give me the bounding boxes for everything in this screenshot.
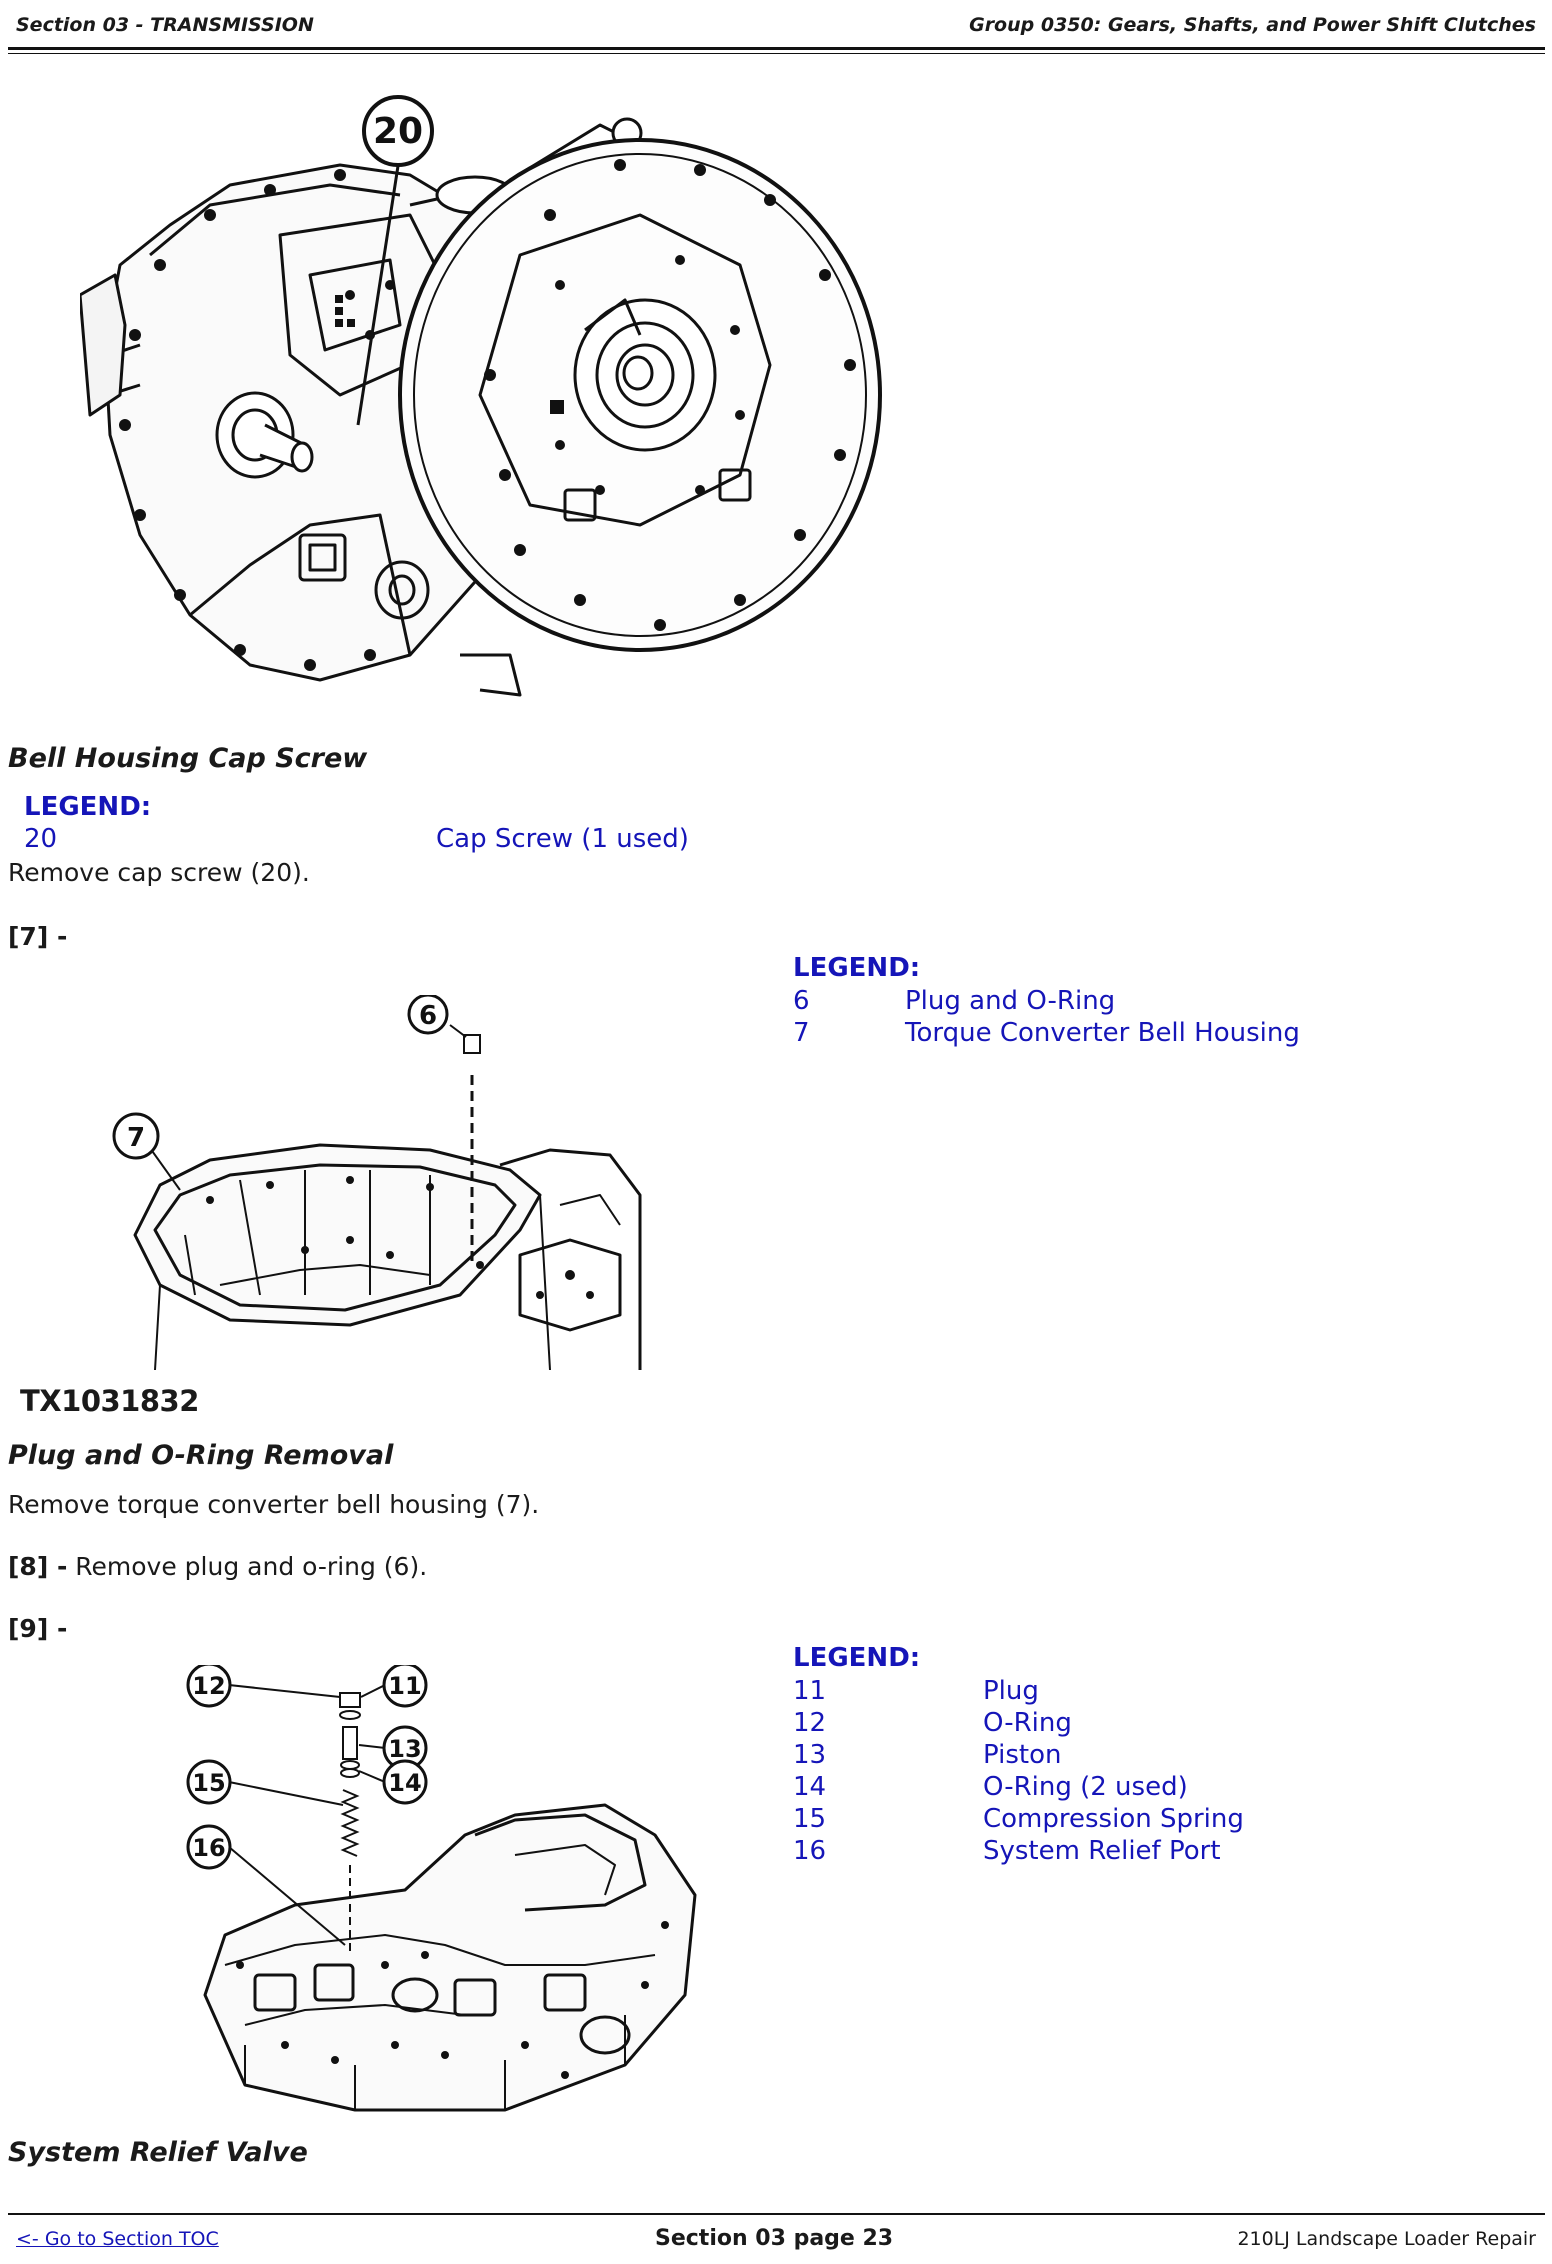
step9-legend-title: LEGEND: [793,1643,921,1673]
step9-legend-desc-14: O-Ring (2 used) [983,1772,1188,1802]
header-divider [8,47,1545,50]
step9-legend-num-14: 14 [793,1772,827,1802]
figure1-legend-title: LEGEND: [24,792,152,822]
callout-6: 6 [419,1001,437,1031]
step-8: [8] - Remove plug and o-ring (6). [8,1552,427,1581]
callout-13: 13 [388,1735,421,1763]
step9-legend-num-16: 16 [793,1836,827,1866]
header-divider-thin [8,53,1545,54]
step9-legend-desc-12: O-Ring [983,1708,1072,1738]
figure1-legend-desc: Cap Screw (1 used) [436,824,689,854]
figure-system-relief-valve: 12 11 13 15 14 16 [186,1665,697,2112]
footer-divider [8,2213,1545,2215]
callout-12: 12 [192,1672,225,1700]
step-7-label: [7] - [8,922,68,951]
callout-15: 15 [192,1769,225,1797]
callout-11: 11 [388,1672,421,1700]
callout-20-circle [362,95,434,167]
header-section-title: Section 03 - TRANSMISSION [16,14,314,36]
header-group-title: Group 0350: Gears, Shafts, and Power Shi… [969,14,1536,36]
section-toc-link[interactable]: <- Go to Section TOC [16,2228,219,2250]
footer-page-number: Section 03 page 23 [655,2226,894,2251]
step9-legend-num-15: 15 [793,1804,827,1834]
callout-16: 16 [192,1834,225,1862]
step7-legend-num-6: 6 [793,986,810,1016]
step9-legend-desc-11: Plug [983,1676,1039,1706]
step7-legend-desc-7: Torque Converter Bell Housing [905,1018,1300,1048]
callout-14: 14 [388,1769,421,1797]
step-8-label: [8] - [8,1552,68,1581]
figure-bell-housing-removal: 6 7 [112,995,642,1371]
step9-legend-num-13: 13 [793,1740,827,1770]
figure1-instruction: Remove cap screw (20). [8,858,310,887]
figure-id: TX1031832 [20,1384,199,1418]
step9-legend-desc-16: System Relief Port [983,1836,1221,1866]
step7-instruction: Remove torque converter bell housing (7)… [8,1490,540,1519]
figure1-legend-num: 20 [24,824,58,854]
step-8-text: Remove plug and o-ring (6). [75,1552,428,1581]
step7-legend-desc-6: Plug and O-Ring [905,986,1116,1016]
step9-legend-num-11: 11 [793,1676,827,1706]
step7-caption: Plug and O-Ring Removal [8,1440,394,1471]
step9-legend-desc-13: Piston [983,1740,1062,1770]
callout-7: 7 [127,1123,145,1153]
callout-20: 20 [373,111,423,152]
step9-legend-desc-15: Compression Spring [983,1804,1244,1834]
step-9-label: [9] - [8,1614,68,1643]
figure1-caption: Bell Housing Cap Screw [8,743,368,774]
figure-bell-housing-cap-screw: 20 [80,95,882,697]
step9-caption: System Relief Valve [8,2137,308,2168]
step9-legend-num-12: 12 [793,1708,827,1738]
step7-legend-num-7: 7 [793,1018,810,1048]
step7-legend-title: LEGEND: [793,953,921,983]
footer-manual-title: 210LJ Landscape Loader Repair [1237,2228,1536,2250]
